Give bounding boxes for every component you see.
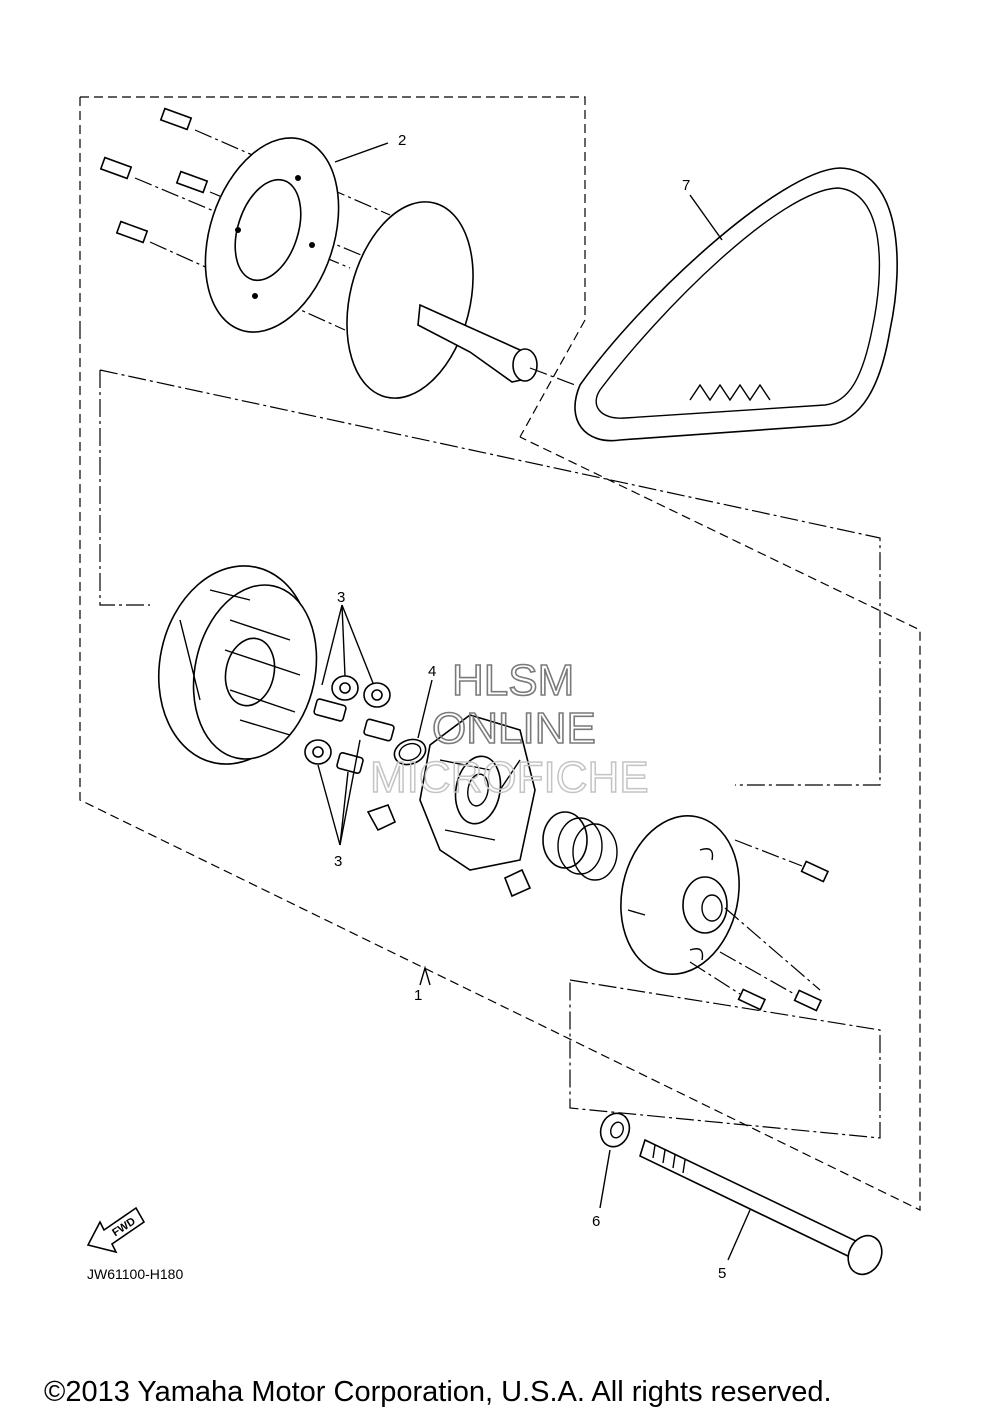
roller-icon: [363, 682, 391, 708]
lower-bolts: [689, 839, 830, 1012]
bolt-icon: [159, 107, 391, 216]
spring-icon: [542, 811, 618, 881]
svg-text:ONLINE: ONLINE: [432, 704, 596, 753]
svg-text:MICROFICHE: MICROFICHE: [370, 753, 649, 802]
clip-icon: [503, 868, 532, 898]
leader-line: [419, 965, 431, 986]
primary-sheave: [157, 565, 318, 765]
sheave-shaft: [346, 201, 576, 399]
lower-group-boundary: [79, 330, 921, 1211]
bolt-icon: [115, 220, 346, 331]
callout-number: 6: [592, 1213, 600, 1230]
callout-number: 3: [334, 853, 342, 870]
bolt-icon: [719, 951, 823, 1012]
drawing-code: JW61100-H180: [87, 1266, 184, 1282]
reference-box-upper: [99, 369, 881, 786]
copyright-notice: ©2013 Yamaha Motor Corporation, U.S.A. A…: [44, 1376, 832, 1408]
callout-number: 2: [398, 132, 406, 149]
callout-number: 3: [337, 589, 345, 606]
long-bolt: [639, 1138, 883, 1276]
fwd-arrow-icon: FWD: [86, 1206, 146, 1254]
slider-icon: [336, 752, 364, 774]
svg-text:HLSM: HLSM: [452, 656, 574, 705]
clip-icon: [366, 803, 397, 832]
leader-line: [334, 142, 389, 163]
callout-number: 5: [718, 1265, 726, 1282]
slider-icon: [363, 718, 395, 742]
washer-icon: [599, 1112, 631, 1209]
slider-icon: [313, 698, 347, 722]
bolt-icon: [734, 839, 830, 883]
leader-line: [689, 194, 723, 241]
bolt-icon: [689, 961, 767, 1011]
callout-number: 4: [428, 663, 436, 680]
o-ring: [393, 679, 433, 766]
callout-number: 7: [682, 177, 690, 194]
rollers: [304, 604, 395, 846]
clutch-cover: [620, 815, 821, 991]
cover-plate: [204, 137, 340, 333]
roller-icon: [304, 739, 332, 765]
watermark: HLSM ONLINE MICROFICHE: [369, 655, 649, 803]
cam-spider: [419, 714, 536, 871]
callout-number: 1: [414, 987, 422, 1004]
reference-box-lower: [569, 979, 881, 1139]
v-belt: [574, 167, 898, 442]
roller-icon: [331, 675, 359, 701]
upper-group-boundary: [79, 96, 586, 438]
